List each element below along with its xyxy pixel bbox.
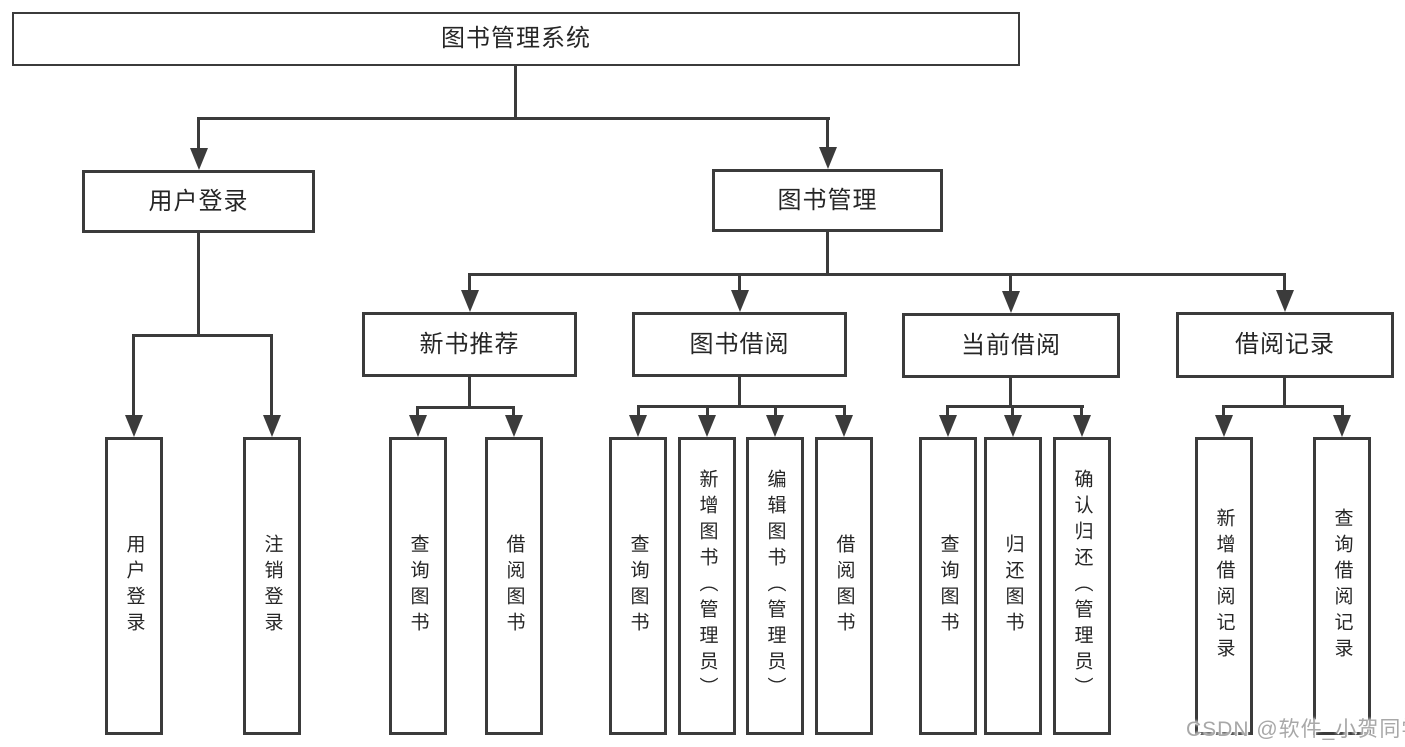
leaf-label: 查询图书 bbox=[937, 534, 959, 638]
arrow-down-icon bbox=[190, 148, 208, 170]
connector-line bbox=[132, 334, 273, 337]
connector-line bbox=[738, 273, 741, 291]
leaf-query-books-recommend: 查询图书 bbox=[389, 437, 447, 735]
arrow-down-icon bbox=[766, 415, 784, 437]
connector-line bbox=[1283, 273, 1286, 291]
connector-line bbox=[843, 405, 846, 417]
arrow-down-icon bbox=[1002, 291, 1020, 313]
leaf-return-book: 归还图书 bbox=[984, 437, 1042, 735]
connector-line bbox=[1009, 273, 1012, 291]
leaf-label: 查询图书 bbox=[627, 534, 649, 638]
connector-line bbox=[1009, 376, 1012, 408]
connector-line bbox=[738, 375, 741, 408]
leaf-label: 查询图书 bbox=[407, 534, 429, 638]
connector-line bbox=[1011, 405, 1014, 417]
connector-line bbox=[514, 64, 517, 119]
node-book-borrowing: 图书借阅 bbox=[632, 312, 847, 377]
connector-line bbox=[637, 405, 640, 417]
connector-line bbox=[468, 375, 471, 409]
arrow-down-icon bbox=[1276, 290, 1294, 312]
arrow-down-icon bbox=[939, 415, 957, 437]
arrow-down-icon bbox=[731, 290, 749, 312]
connector-line bbox=[1080, 405, 1083, 417]
connector-line bbox=[637, 405, 846, 408]
node-new-book-recommendation: 新书推荐 bbox=[362, 312, 577, 377]
connector-line bbox=[826, 117, 829, 151]
leaf-user-login: 用户登录 bbox=[105, 437, 163, 735]
leaf-borrow-books: 借阅图书 bbox=[815, 437, 873, 735]
node-user-login: 用户登录 bbox=[82, 170, 315, 233]
leaf-edit-book-admin: 编辑图书（管理员） bbox=[746, 437, 804, 735]
arrow-down-icon bbox=[819, 147, 837, 169]
connector-line bbox=[197, 231, 200, 337]
connector-line bbox=[197, 117, 200, 151]
connector-line bbox=[706, 405, 709, 417]
connector-line bbox=[1341, 405, 1344, 417]
arrow-down-icon bbox=[409, 415, 427, 437]
connector-line bbox=[468, 273, 1286, 276]
arrow-down-icon bbox=[1004, 415, 1022, 437]
arrow-down-icon bbox=[1215, 415, 1233, 437]
leaf-label: 新增借阅记录 bbox=[1213, 508, 1235, 664]
arrow-down-icon bbox=[698, 415, 716, 437]
leaf-confirm-return-admin: 确认归还（管理员） bbox=[1053, 437, 1111, 735]
leaf-query-borrow-record: 查询借阅记录 bbox=[1313, 437, 1371, 735]
connector-line bbox=[1222, 405, 1225, 417]
leaf-query-books-current: 查询图书 bbox=[919, 437, 977, 735]
arrow-down-icon bbox=[263, 415, 281, 437]
leaf-label: 注销登录 bbox=[261, 534, 283, 638]
connector-line bbox=[1222, 405, 1344, 408]
leaf-label: 确认归还（管理员） bbox=[1071, 469, 1093, 703]
leaf-label: 借阅图书 bbox=[833, 534, 855, 638]
csdn-watermark: CSDN @软件_小贺同学 bbox=[1186, 718, 1405, 741]
connector-line bbox=[774, 405, 777, 417]
connector-line bbox=[468, 273, 471, 291]
node-book-management: 图书管理 bbox=[712, 169, 943, 232]
connector-line bbox=[512, 406, 515, 417]
leaf-label: 归还图书 bbox=[1002, 534, 1024, 638]
connector-line bbox=[132, 334, 135, 417]
leaf-add-borrow-record: 新增借阅记录 bbox=[1195, 437, 1253, 735]
arrow-down-icon bbox=[1333, 415, 1351, 437]
node-library-management-system: 图书管理系统 bbox=[12, 12, 1020, 66]
connector-line bbox=[270, 334, 273, 417]
arrow-down-icon bbox=[461, 290, 479, 312]
arrow-down-icon bbox=[835, 415, 853, 437]
connector-line bbox=[416, 406, 419, 417]
leaf-label: 借阅图书 bbox=[503, 534, 525, 638]
connector-line bbox=[197, 117, 830, 120]
leaf-add-book-admin: 新增图书（管理员） bbox=[678, 437, 736, 735]
connector-line bbox=[946, 405, 949, 417]
connector-line bbox=[826, 230, 829, 276]
connector-line bbox=[1283, 376, 1286, 408]
connector-line bbox=[416, 406, 515, 409]
leaf-label: 编辑图书（管理员） bbox=[764, 469, 786, 703]
node-borrowing-records: 借阅记录 bbox=[1176, 312, 1394, 378]
leaf-borrow-books-recommend: 借阅图书 bbox=[485, 437, 543, 735]
leaf-logout: 注销登录 bbox=[243, 437, 301, 735]
arrow-down-icon bbox=[505, 415, 523, 437]
leaf-label: 新增图书（管理员） bbox=[696, 469, 718, 703]
arrow-down-icon bbox=[629, 415, 647, 437]
leaf-label: 用户登录 bbox=[123, 534, 145, 638]
arrow-down-icon bbox=[1073, 415, 1091, 437]
leaf-query-books-borrowing: 查询图书 bbox=[609, 437, 667, 735]
node-current-borrowing: 当前借阅 bbox=[902, 313, 1120, 378]
leaf-label: 查询借阅记录 bbox=[1331, 508, 1353, 664]
connector-line bbox=[946, 405, 1084, 408]
arrow-down-icon bbox=[125, 415, 143, 437]
